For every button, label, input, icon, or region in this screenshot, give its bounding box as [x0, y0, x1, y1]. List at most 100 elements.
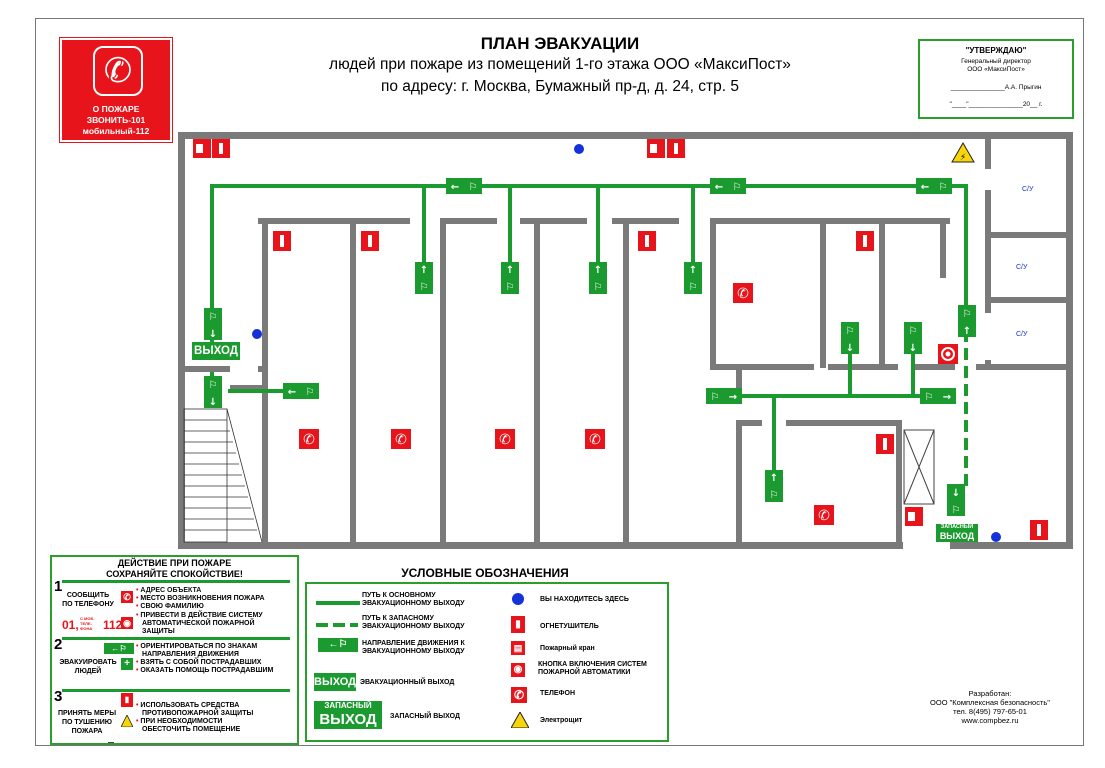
step3-number: 3: [54, 688, 63, 705]
approval-role1: Генеральный директор: [961, 58, 1031, 65]
phone-icon: ✆: [511, 687, 527, 703]
credits-line3: тел. 8(495) 797-65-01: [953, 707, 1027, 716]
svg-text:✆: ✆: [737, 286, 749, 302]
you-are-here-icon: [574, 144, 584, 154]
credits-line4: www.compbez.ru: [961, 716, 1019, 725]
alarm-button-icon: ◉: [511, 663, 525, 677]
svg-text:→: →: [943, 392, 951, 403]
approval-signature: _______________А.А. Прыгин: [950, 84, 1042, 91]
fire-hydrant-icon: [905, 507, 923, 526]
you-are-here-icon: [252, 329, 262, 339]
direction-arrows: ←⚐ ←⚐ ←⚐ ↑⚐ ↑⚐ ↑⚐ ↑⚐ ⚐↓ ⚐↓ ←⚐ ⚐↑ ⚐↓ ⚐↓ ⚐…: [209, 182, 972, 516]
svg-text:✆: ✆: [303, 432, 315, 448]
step3-item-3: • ПРИ НЕОБХОДИМОСТИ: [136, 718, 223, 725]
legend-spare-path-2: ЭВАКУАЦИОННОМУ ВЫХОДУ: [362, 623, 465, 630]
svg-text:⚐: ⚐: [770, 490, 779, 501]
spare-path-swatch: [316, 623, 328, 627]
direction-signs: [204, 178, 976, 516]
spare-exit-line2: ВЫХОД: [939, 531, 975, 541]
svg-text:⚐: ⚐: [925, 392, 934, 403]
walls: [178, 132, 1073, 549]
step3-item-2: ПРОТИВОПОЖАРНОЙ ЗАЩИТЫ: [142, 710, 254, 717]
spare-exit-line1: ЗАПАСНЫЙ: [940, 524, 974, 530]
step1-item-1: • АДРЕС ОБЪЕКТА: [136, 587, 202, 594]
divider: [62, 580, 290, 583]
main-exit-sign: ВЫХОД: [192, 342, 240, 360]
phone-sign-line1: О ПОЖАРЕ: [92, 104, 140, 114]
electric-panel-icon: [510, 710, 530, 729]
svg-text:↓: ↓: [846, 343, 854, 354]
wc-label: С/У: [1016, 331, 1028, 338]
step1-item-2: • МЕСТО ВОЗНИКНОВЕНИЯ ПОЖАРА: [136, 595, 265, 602]
fire-hydrant-icon: ▤: [511, 641, 525, 655]
svg-text:⚐: ⚐: [963, 309, 972, 320]
approval-date: "____"_______________20__ г.: [949, 101, 1043, 108]
first-aid-icon: +: [121, 658, 133, 670]
svg-text:✆: ✆: [499, 432, 511, 448]
svg-text:↑: ↑: [506, 265, 514, 276]
svg-text:↓: ↓: [209, 397, 217, 408]
staircase: [183, 408, 263, 543]
phone-glyphs: ✆ ✆ ✆ ✆ ✆ ✆: [303, 286, 830, 524]
fire-hydrant-icon: [647, 139, 685, 158]
legend-extinguisher: ОГНЕТУШИТЕЛЬ: [540, 623, 599, 630]
fire-actions-panel: [50, 555, 299, 745]
main-path-swatch: [316, 601, 360, 605]
alarm-button-icon: ◉: [121, 617, 133, 629]
plan-subtitle-line2: по адресу: г. Москва, Бумажный пр-д, д. …: [380, 78, 739, 95]
step2-item-1: • ОРИЕНТИРОВАТЬСЯ ПО ЗНАКАМ: [136, 643, 258, 650]
phone-sign-line3: мобильный-112: [82, 126, 150, 136]
svg-text:↓: ↓: [909, 343, 917, 354]
legend-exit-sign: ВЫХОД: [314, 673, 356, 691]
phone-icon: ✆: [121, 591, 133, 603]
phone-icon: ✆: [93, 46, 143, 96]
extinguisher-icon: ▮: [511, 616, 525, 633]
svg-text:←: ←: [921, 182, 929, 193]
you-are-here-icon: [991, 532, 1001, 542]
step1-label1: СООБЩИТЬ: [66, 592, 110, 599]
step1-item-6: ЗАЩИТЫ: [142, 628, 175, 635]
step1-item-3: • СВОЮ ФАМИЛИЮ: [136, 603, 204, 610]
legend-spare-label: ЗАПАСНЫЙ ВЫХОД: [390, 713, 460, 720]
step1-number: 1: [54, 578, 63, 595]
legend-hydrant: Пожарный кран: [540, 645, 595, 652]
credits-line2: ООО "Комплексная безопасность": [930, 698, 1050, 707]
legend-spare-sign-2: ВЫХОД: [319, 711, 377, 728]
electric-panel-icon: ⚡: [951, 142, 975, 163]
svg-text:⚐: ⚐: [594, 282, 603, 293]
svg-text:→: →: [729, 392, 737, 403]
svg-text:⚐: ⚐: [506, 282, 515, 293]
divider: [62, 637, 290, 640]
phone-112: 112: [103, 618, 123, 632]
svg-text:←: ←: [288, 387, 296, 398]
spare-path-swatch: [350, 623, 358, 627]
step1-label2: ПО ТЕЛЕФОНУ: [62, 601, 114, 608]
svg-text:↑: ↑: [770, 473, 778, 484]
svg-text:⚡: ⚡: [960, 153, 966, 163]
approval-role2: ООО «МаксиПост»: [967, 66, 1025, 73]
svg-text:⚐: ⚐: [711, 392, 720, 403]
phone-sign-line2: ЗВОНИТЬ-101: [86, 115, 146, 125]
step1-item-5: АВТОМАТИЧЕСКОЙ ПОЖАРНОЙ: [142, 620, 255, 627]
approval-box: "УТВЕРЖДАЮ" Генеральный директор ООО «Ма…: [918, 39, 1074, 119]
svg-text:⚐: ⚐: [209, 380, 218, 391]
svg-text:✆: ✆: [818, 508, 830, 524]
svg-text:✆: ✆: [589, 432, 601, 448]
direction-sign-icon: ←⚐: [318, 638, 358, 652]
step2-item-4: • ОКАЗАТЬ ПОМОЩЬ ПОСТРАДАВШИМ: [136, 667, 274, 674]
svg-text:⚐: ⚐: [846, 326, 855, 337]
phone-note: С МОБ. ТЕЛЕ- ФОНА: [80, 616, 95, 631]
step2-label2: ЛЮДЕЙ: [74, 668, 102, 675]
legend-phone: ТЕЛЕФОН: [540, 690, 575, 697]
svg-text:←: ←: [451, 182, 459, 193]
legend-main-path-2: ЭВАКУАЦИОННОМУ ВЫХОДУ: [362, 600, 465, 607]
approval-title: "УТВЕРЖДАЮ": [965, 46, 1027, 55]
extinguisher-marks: [280, 235, 1041, 536]
step2-item-3: • ВЗЯТЬ С СОБОЙ ПОСТРАДАВШИХ: [136, 659, 262, 666]
credits: Разработан: ООО "Комплексная безопасност…: [910, 689, 1070, 725]
phone-icons: [299, 283, 834, 525]
legend-panel: [305, 582, 669, 742]
svg-text:⚐: ⚐: [469, 182, 478, 193]
legend-spare-path-1: ПУТЬ К ЗАПАСНОМУ: [362, 615, 434, 622]
svg-text:↓: ↓: [952, 488, 960, 499]
